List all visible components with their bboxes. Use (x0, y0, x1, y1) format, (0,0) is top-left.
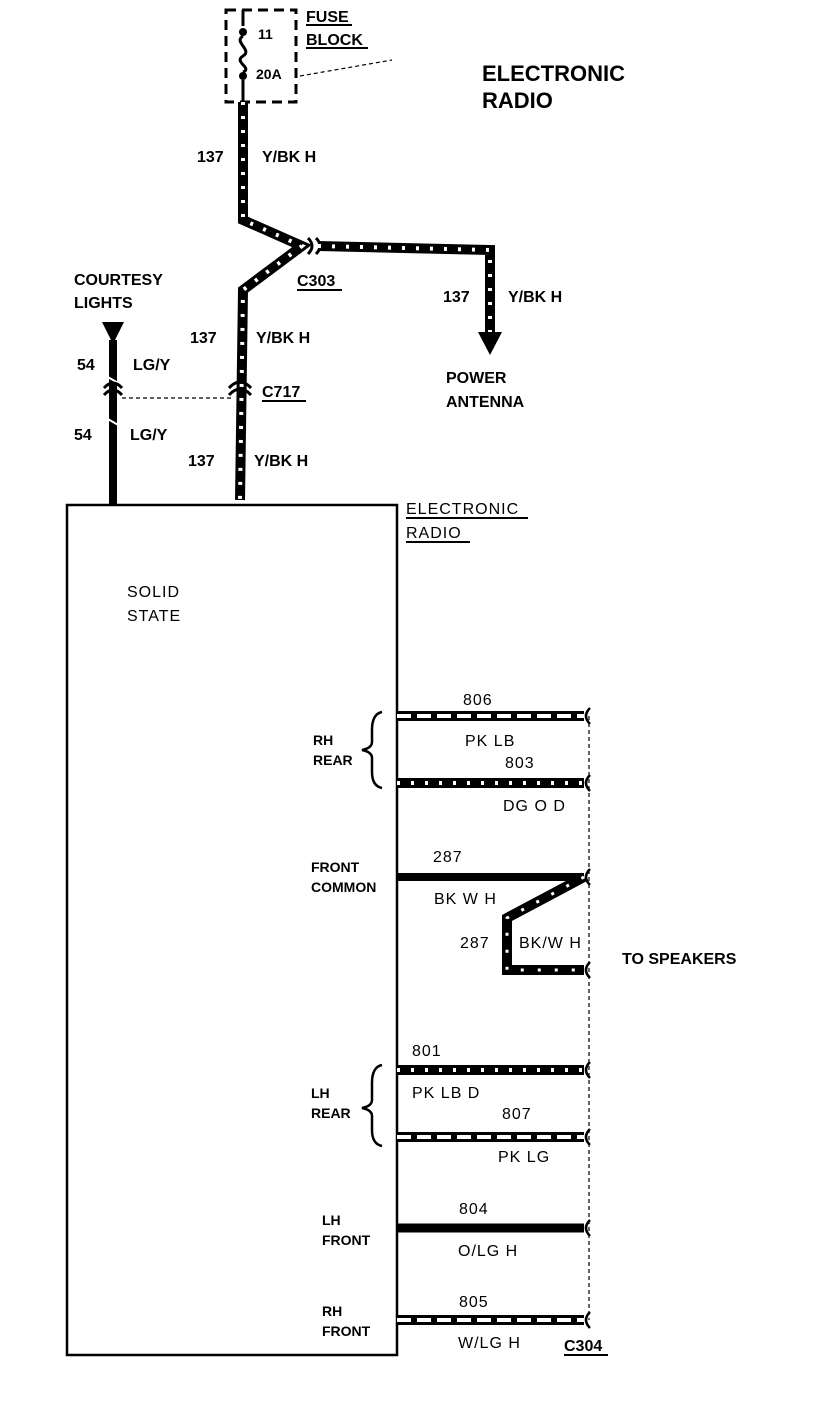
w805-num: 805 (459, 1294, 489, 1311)
lh-rear-label-1: LH (311, 1085, 330, 1101)
c137-top-color: Y/BK H (262, 149, 316, 166)
lh-rear-label-2: REAR (311, 1105, 351, 1121)
w804-color: O/LG H (458, 1243, 518, 1260)
courtesy-label-2: LIGHTS (74, 295, 133, 312)
rh-rear-label-2: REAR (313, 752, 353, 768)
c304-label: C304 (564, 1338, 602, 1355)
radio-box (65, 503, 399, 1357)
radio-inner-2: STATE (127, 608, 181, 625)
rh-front-label-2: FRONT (322, 1323, 371, 1339)
w287b-num: 287 (460, 935, 490, 952)
w287b-color: BK/W H (519, 935, 582, 952)
c54-top-color: LG/Y (133, 357, 171, 374)
antenna-label-1: POWER (446, 370, 507, 387)
front-common-label-1: FRONT (311, 859, 360, 875)
fuse-label-1: FUSE (306, 9, 349, 26)
wire-137-antenna (317, 241, 495, 335)
c54-top-num: 54 (77, 357, 95, 374)
w803-num: 803 (505, 755, 535, 772)
fuse-label-2: BLOCK (306, 32, 363, 49)
c303-label: C303 (297, 273, 335, 290)
w806-num: 806 (463, 692, 493, 709)
courtesy-arrow-icon (102, 322, 124, 344)
radio-inner-1: SOLID (127, 584, 180, 601)
w806-color: PK LB (465, 733, 515, 750)
w805-color: W/LG H (458, 1335, 521, 1352)
rh-rear-brace (361, 710, 383, 790)
fuse-icon (238, 10, 248, 102)
lh-rear-brace (361, 1063, 383, 1148)
wire-137-feed (235, 102, 312, 501)
courtesy-label-1: COURTESY (74, 272, 163, 289)
c137-bot-color: Y/BK H (254, 453, 308, 470)
antenna-label-2: ANTENNA (446, 394, 525, 411)
w807-color: PK LG (498, 1149, 550, 1166)
rh-front-label-1: RH (322, 1303, 342, 1319)
wire-287-b (502, 872, 587, 975)
fuse-rating: 20A (256, 66, 282, 82)
c137-ant-num: 137 (443, 289, 470, 306)
lh-front-label-1: LH (322, 1212, 341, 1228)
c54-bot-num: 54 (74, 427, 92, 444)
w807-num: 807 (502, 1106, 532, 1123)
c717-label: C717 (262, 384, 300, 401)
front-common-label-2: COMMON (311, 879, 376, 895)
c137-mid-num: 137 (190, 330, 217, 347)
radio-label-1: ELECTRONIC (406, 501, 519, 518)
c137-bot-num: 137 (188, 453, 215, 470)
c137-ant-color: Y/BK H (508, 289, 562, 306)
fuse-number: 11 (258, 26, 273, 42)
lh-front-label-2: FRONT (322, 1232, 371, 1248)
radio-label-2: RADIO (406, 525, 462, 542)
rh-rear-label-1: RH (313, 732, 333, 748)
to-speakers-label: TO SPEAKERS (622, 951, 737, 968)
connector-courtesy-icon (102, 381, 124, 390)
antenna-arrow-icon (478, 332, 502, 355)
w803-color: DG O D (503, 798, 566, 815)
w287a-num: 287 (433, 849, 463, 866)
connector-c303-icon (306, 236, 314, 256)
connector-c717-icon (227, 380, 253, 390)
w801-num: 801 (412, 1043, 442, 1060)
diagram-title-2: RADIO (482, 88, 553, 113)
c54-bot-color: LG/Y (130, 427, 168, 444)
c137-top-num: 137 (197, 149, 224, 166)
w804-num: 804 (459, 1201, 489, 1218)
c137-mid-color: Y/BK H (256, 330, 310, 347)
w801-color: PK LB D (412, 1085, 480, 1102)
w287a-color: BK W H (434, 891, 497, 908)
diagram-title-1: ELECTRONIC (482, 61, 625, 86)
fuse-block-box (224, 8, 298, 104)
